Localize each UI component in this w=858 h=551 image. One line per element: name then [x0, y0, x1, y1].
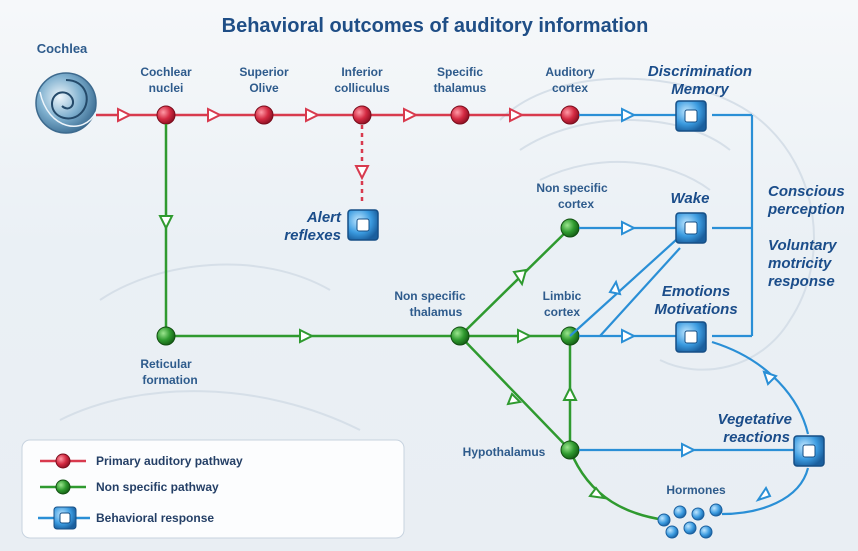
voluntary-label-1: Voluntary [768, 237, 837, 254]
hormone-droplets-icon [657, 503, 723, 539]
response-box-vegetative [793, 435, 825, 467]
primary-node-cochlear-nuclei [156, 105, 176, 125]
conscious-label-1: Conscious [768, 183, 845, 200]
behavioral-arrowheads [608, 107, 778, 502]
ns-thalamus-label-2: thalamus [410, 305, 463, 319]
inferior-colliculus-label-2: colliculus [334, 81, 390, 95]
response-box-alert [347, 209, 379, 241]
superior-olive-label-2: Olive [249, 81, 279, 95]
node-reticular-formation [156, 326, 176, 346]
specific-thalamus-label-1: Specific [437, 65, 483, 79]
cochlear-nuclei-label-2: nuclei [149, 81, 184, 95]
node-non-specific-thalamus [450, 326, 470, 346]
limbic-label-2: cortex [544, 305, 580, 319]
vegetative-label-2: reactions [723, 429, 790, 446]
discrimination-label-2: Memory [671, 81, 729, 98]
inferior-colliculus-label-1: Inferior [341, 65, 383, 79]
reticular-label-2: formation [142, 373, 197, 387]
ns-thalamus-label-1: Non specific [394, 289, 466, 303]
response-box-emotions [675, 321, 707, 353]
ns-cortex-label-2: cortex [558, 197, 594, 211]
primary-node-specific-thalamus [450, 105, 470, 125]
legend-label-nonspecific: Non specific pathway [96, 480, 219, 494]
emotions-label-1: Emotions [662, 283, 730, 300]
superior-olive-label-1: Superior [239, 65, 289, 79]
specific-thalamus-label-2: thalamus [434, 81, 487, 95]
response-box-discrimination [675, 100, 707, 132]
voluntary-label-3: response [768, 273, 835, 290]
wake-label: Wake [671, 190, 710, 207]
limbic-label-1: Limbic [543, 289, 582, 303]
discrimination-label-1: Discrimination [648, 63, 752, 80]
alert-label-1: Alert [306, 209, 342, 226]
legend-item-nonspecific: Non specific pathway [40, 479, 219, 495]
response-box-wake [675, 212, 707, 244]
auditory-cortex-label-2: cortex [552, 81, 588, 95]
primary-node-auditory-cortex [560, 105, 580, 125]
cochlea-icon [35, 72, 97, 134]
cochlea-label: Cochlea [37, 41, 88, 56]
hormones-label: Hormones [666, 483, 726, 497]
node-non-specific-cortex [560, 218, 580, 238]
nonspecific-arrowheads [158, 215, 607, 500]
primary-node-inferior-colliculus [352, 105, 372, 125]
emotions-label-2: Motivations [654, 301, 737, 318]
primary-node-superior-olive [254, 105, 274, 125]
alert-label-2: reflexes [284, 227, 341, 244]
legend-label-behavioral: Behavioral response [96, 511, 214, 525]
cochlear-nuclei-label-1: Cochlear [140, 65, 192, 79]
legend: Primary auditory pathway Non specific pa… [21, 439, 405, 539]
legend-label-primary: Primary auditory pathway [96, 454, 243, 468]
reticular-label-1: Reticular [140, 357, 192, 371]
conscious-label-2: perception [767, 201, 845, 218]
legend-item-behavioral: Behavioral response [38, 506, 214, 530]
hypothalamus-label: Hypothalamus [463, 445, 546, 459]
ns-cortex-label-1: Non specific [536, 181, 608, 195]
diagram-title: Behavioral outcomes of auditory informat… [222, 15, 649, 37]
voluntary-label-2: motricity [768, 255, 832, 272]
background-brain-sketch [59, 77, 815, 431]
vegetative-label-1: Vegetative [718, 411, 792, 428]
node-hypothalamus [560, 440, 580, 460]
auditory-cortex-label-1: Auditory [545, 65, 595, 79]
legend-item-primary: Primary auditory pathway [40, 453, 243, 469]
